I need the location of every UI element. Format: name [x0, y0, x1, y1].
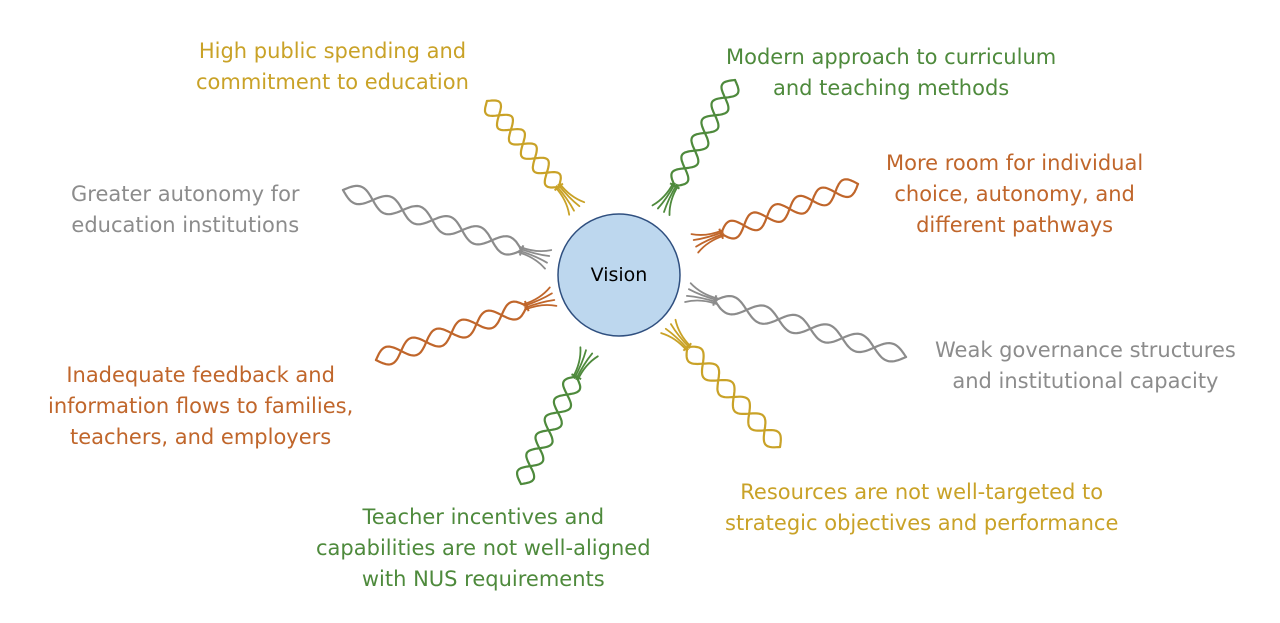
label-line: Resources are not well-targeted to [740, 480, 1104, 504]
braid-greater-autonomy [341, 184, 553, 270]
braid-resources-not-targeted [660, 318, 782, 449]
label-more-room-choice: More room for individual choice, autonom… [886, 148, 1143, 241]
label-line: education institutions [71, 213, 300, 237]
label-high-public-spending: High public spending and commitment to e… [196, 36, 469, 98]
braid-teacher-incentives [516, 346, 599, 486]
vision-label: Vision [590, 264, 648, 286]
label-line: Greater autonomy for [71, 182, 300, 206]
label-line: Modern approach to curriculum [726, 45, 1057, 69]
label-line: High public spending and [198, 39, 467, 63]
label-line: Inadequate feedback and [66, 363, 335, 387]
label-line: Teacher incentives and [362, 505, 605, 529]
label-line: and teaching methods [772, 76, 1010, 100]
label-modern-approach: Modern approach to curriculum and teachi… [726, 42, 1056, 104]
label-line: More room for individual [886, 151, 1144, 175]
vision-circle [557, 213, 681, 337]
braid-high-public-spending [483, 99, 586, 216]
label-line: strategic objectives and performance [725, 511, 1119, 535]
label-resources-not-targeted: Resources are not well-targeted to strat… [725, 477, 1118, 539]
label-line: commitment to education [196, 70, 469, 94]
label-line: choice, autonomy, and [894, 182, 1135, 206]
label-inadequate-feedback: Inadequate feedback and information flow… [48, 360, 353, 453]
label-line: with NUS requirements [361, 567, 605, 591]
label-line: teachers, and employers [70, 425, 332, 449]
braid-weak-governance [684, 282, 908, 363]
braid-modern-approach [651, 78, 740, 216]
label-greater-autonomy: Greater autonomy for education instituti… [71, 179, 300, 241]
braid-more-room-choice [690, 178, 860, 254]
label-line: capabilities are not well-aligned [316, 536, 651, 560]
label-line: and institutional capacity [952, 369, 1219, 393]
strands-layer [341, 78, 908, 486]
braid-inadequate-feedback [374, 286, 558, 366]
label-line: information flows to families, [48, 394, 354, 418]
label-line: different pathways [916, 213, 1114, 237]
label-line: Weak governance structures [935, 338, 1236, 362]
label-teacher-incentives: Teacher incentives and capabilities are … [316, 502, 651, 595]
label-weak-governance: Weak governance structures and instituti… [935, 335, 1236, 397]
